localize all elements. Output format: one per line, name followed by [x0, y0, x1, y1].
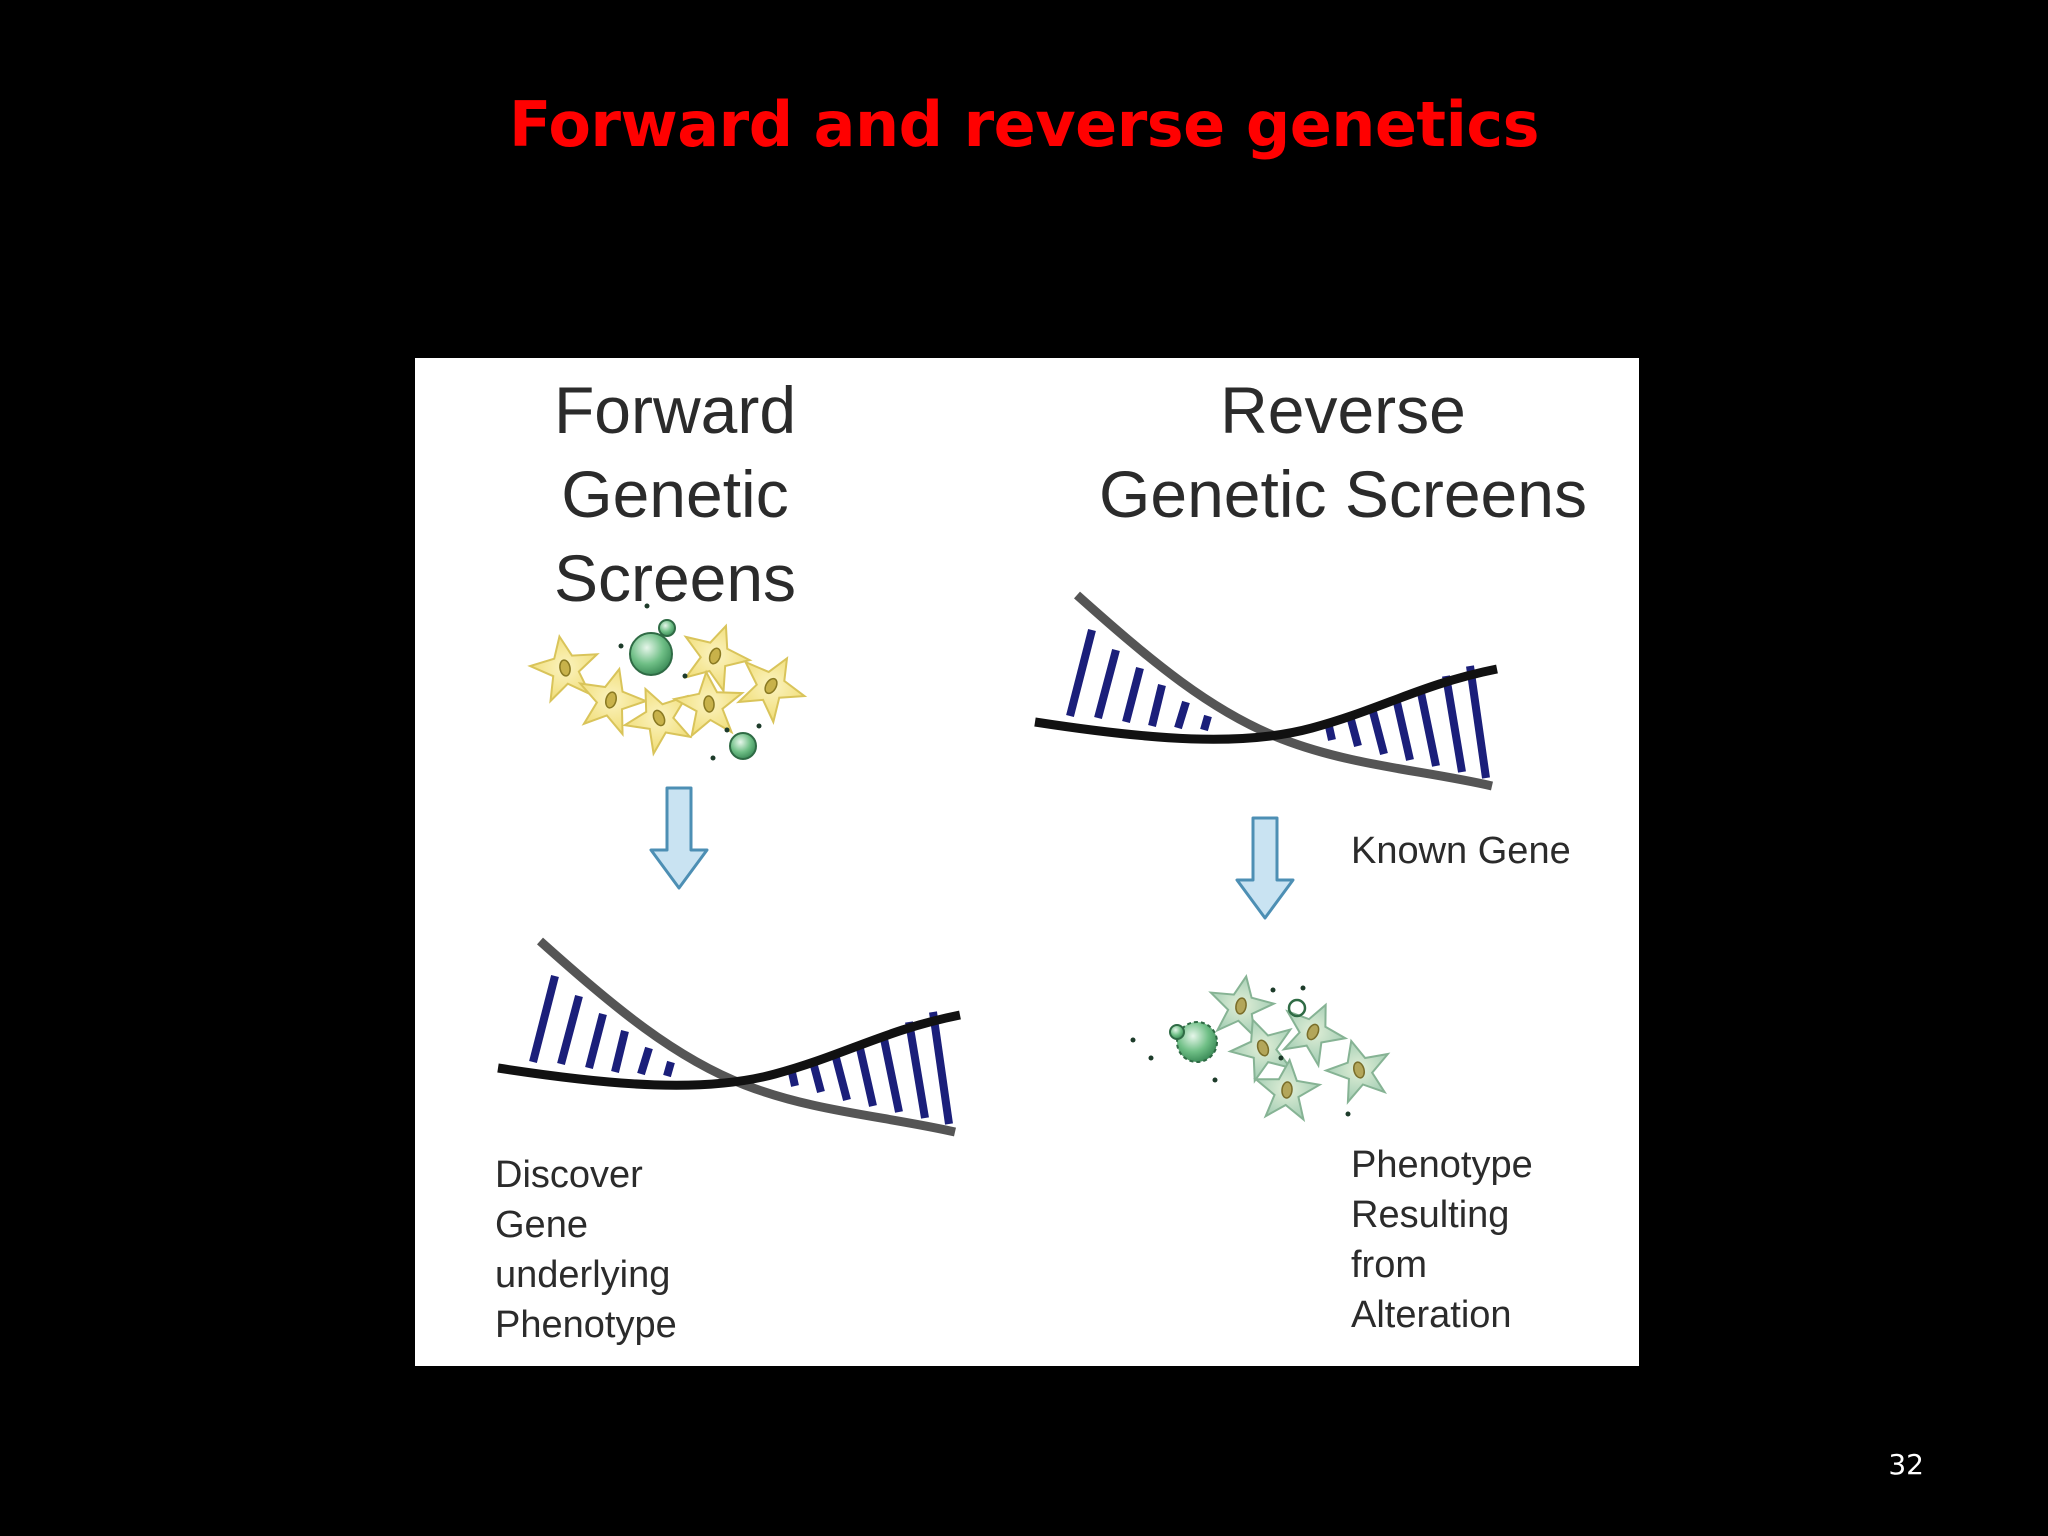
reverse-down-arrow-icon [1235, 816, 1295, 920]
molecule-icon [1176, 1021, 1218, 1063]
molecule-icon [1287, 998, 1307, 1018]
reverse-caption: Phenotype Resulting from Alteration [1351, 1144, 1533, 1336]
forward-cells-cluster [527, 595, 808, 761]
reverse-dna-icon [1034, 591, 1498, 791]
cell-icon [621, 686, 693, 757]
slide-title: Forward and reverse genetics [509, 88, 1539, 161]
forward-heading-line1: Forward [553, 373, 797, 447]
page-number: 32 [1888, 1448, 1924, 1481]
molecule-icon [729, 732, 757, 760]
particle-dots [618, 595, 762, 761]
forward-dna-icon [497, 937, 961, 1137]
reverse-cells-cluster [1130, 974, 1391, 1123]
reverse-heading: Reverse Genetic Screens [1083, 368, 1603, 536]
reverse-heading-line2: Genetic Screens [1099, 457, 1587, 531]
known-gene-label: Known Gene [1351, 830, 1571, 872]
cell-icon [1281, 1002, 1349, 1069]
forward-down-arrow-icon [649, 786, 709, 890]
particle-dots [1130, 985, 1351, 1117]
cell-icon [577, 666, 649, 737]
molecule-icon [1169, 1024, 1185, 1040]
cell-icon [1253, 1057, 1323, 1123]
cell-icon [735, 656, 808, 725]
cell-icon [1227, 1017, 1293, 1084]
molecule-icon [629, 632, 673, 676]
figure-artwork [497, 591, 1498, 1137]
forward-heading: Forward Genetic Screens [455, 368, 895, 620]
cell-icon [1208, 974, 1277, 1040]
forward-caption: Discover Gene underlying Phenotype [495, 1154, 677, 1346]
cell-icon [1323, 1038, 1391, 1105]
reverse-heading-line1: Reverse [1220, 373, 1466, 447]
forward-heading-line2: Genetic Screens [553, 457, 797, 615]
cell-icon [683, 623, 753, 694]
molecule-icon [658, 619, 676, 637]
cell-icon [671, 669, 745, 739]
genetics-figure: Forward Genetic Screens Reverse Genetic … [415, 358, 1639, 1366]
